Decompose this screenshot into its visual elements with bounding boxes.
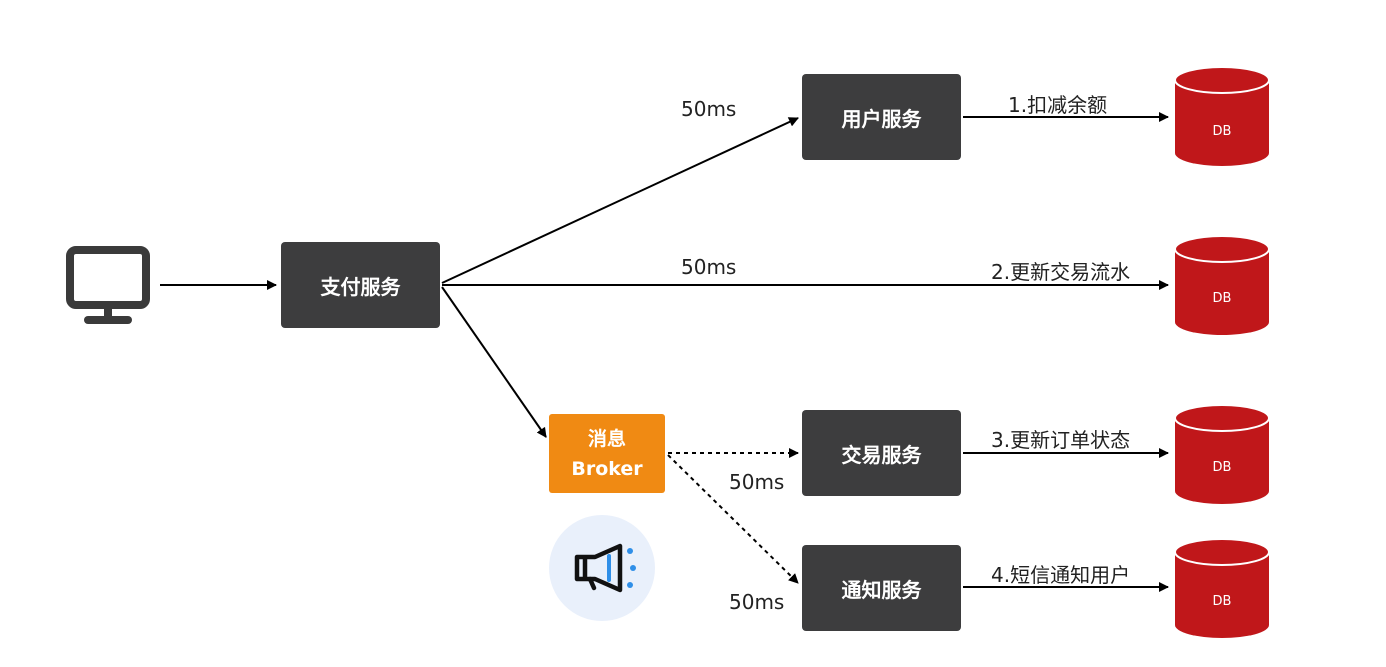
- user-service-node: 用户服务: [802, 74, 961, 160]
- db-label: DB: [1212, 460, 1232, 475]
- db-cylinder: [1174, 235, 1270, 335]
- broker-label-line1: 消息: [587, 427, 626, 450]
- db-cylinder: [1174, 404, 1270, 504]
- arrow-broker-to-notify: [667, 454, 799, 584]
- payment-service-node: 支付服务: [281, 242, 440, 328]
- payment-service-label: 支付服务: [320, 274, 401, 299]
- step-label-2: 2.更新交易流水: [991, 260, 1131, 284]
- monitor-icon: [66, 246, 150, 324]
- broker-label-line2: Broker: [571, 457, 643, 480]
- latency-label-trade: 50ms: [729, 470, 785, 494]
- arrow-pay-to-user: [441, 117, 799, 284]
- db-label: DB: [1212, 594, 1232, 609]
- message-broker-node: 消息 Broker: [549, 414, 665, 493]
- latency-label-notify: 50ms: [729, 590, 785, 614]
- trade-service-label: 交易服务: [841, 442, 922, 467]
- db-label: DB: [1212, 291, 1232, 306]
- db-cylinder: [1174, 538, 1270, 638]
- latency-label-user: 50ms: [681, 97, 737, 121]
- db-cylinder: [1174, 66, 1270, 166]
- latency-label-ledger: 50ms: [681, 255, 737, 279]
- notify-service-node: 通知服务: [802, 545, 961, 631]
- db-label: DB: [1212, 124, 1232, 139]
- user-service-label: 用户服务: [841, 106, 922, 131]
- megaphone-icon: [549, 515, 655, 621]
- trade-service-node: 交易服务: [802, 410, 961, 496]
- notify-service-label: 通知服务: [841, 577, 922, 602]
- step-label-1: 1.扣减余额: [1008, 93, 1108, 117]
- step-label-3: 3.更新订单状态: [991, 428, 1131, 452]
- step-label-4: 4.短信通知用户: [991, 563, 1131, 587]
- arrow-pay-to-broker: [441, 286, 547, 438]
